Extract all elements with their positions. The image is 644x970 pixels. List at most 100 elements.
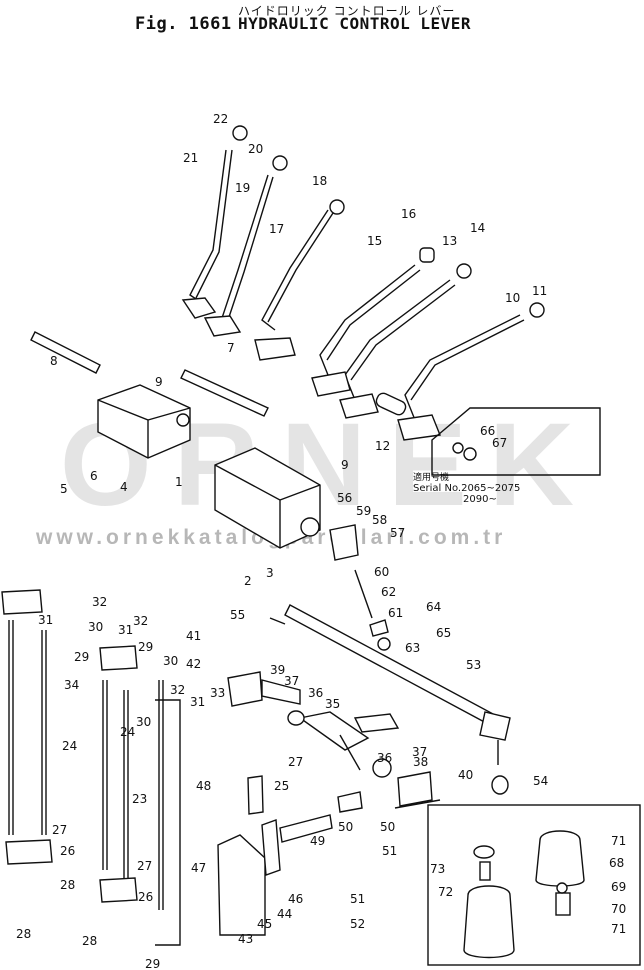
callout-27: 27: [137, 859, 152, 873]
callout-52: 52: [350, 917, 365, 931]
callout-4: 4: [120, 480, 128, 494]
callout-71: 71: [611, 834, 626, 848]
callout-29: 29: [74, 650, 89, 664]
callout-20: 20: [248, 142, 263, 156]
callout-19: 19: [235, 181, 250, 195]
figure-label: Fig. 1661: [135, 14, 232, 34]
callout-42: 42: [186, 657, 201, 671]
callout-27: 27: [52, 823, 67, 837]
callout-37: 37: [284, 674, 299, 688]
callout-50: 50: [338, 820, 353, 834]
pedal-assembly: [227, 671, 441, 809]
callout-11: 11: [532, 284, 547, 298]
callout-45: 45: [257, 917, 272, 931]
callout-51: 51: [350, 892, 365, 906]
callout-18: 18: [312, 174, 327, 188]
inset-boot-detail: [427, 804, 641, 966]
callout-28: 28: [16, 927, 31, 941]
callout-55: 55: [230, 608, 245, 622]
callout-62: 62: [381, 585, 396, 599]
callout-33: 33: [210, 686, 225, 700]
callout-34: 34: [64, 678, 79, 692]
callout-15: 15: [367, 234, 382, 248]
callout-32: 32: [133, 614, 148, 628]
callout-35: 35: [325, 697, 340, 711]
lower-linkage: [217, 775, 363, 936]
callout-57: 57: [390, 526, 405, 540]
callout-24: 24: [120, 725, 135, 739]
callout-36: 36: [308, 686, 323, 700]
callout-3: 3: [266, 566, 274, 580]
callout-28: 28: [60, 878, 75, 892]
callout-31: 31: [190, 695, 205, 709]
knob-22: [232, 125, 248, 141]
callout-2: 2: [244, 574, 252, 588]
callout-31: 31: [38, 613, 53, 627]
callout-44: 44: [277, 907, 292, 921]
callout-51: 51: [382, 844, 397, 858]
callout-47: 47: [191, 861, 206, 875]
title-english: HYDRAULIC CONTROL LEVER: [238, 14, 472, 33]
callout-30: 30: [163, 654, 178, 668]
callout-41: 41: [186, 629, 201, 643]
callout-68: 68: [609, 856, 624, 870]
callout-53: 53: [466, 658, 481, 672]
callout-66: 66: [480, 424, 495, 438]
callout-6: 6: [90, 469, 98, 483]
knob-20: [272, 155, 288, 171]
callout-71: 71: [611, 922, 626, 936]
callout-69: 69: [611, 880, 626, 894]
serial-label-jp: 適用号機: [413, 473, 450, 483]
callout-36: 36: [377, 751, 392, 765]
ball-joint-53: [491, 775, 509, 795]
bracket-assemblies: [30, 331, 359, 561]
title-japanese: ハイドロリック コントロール レバー: [238, 4, 456, 18]
callout-48: 48: [196, 779, 211, 793]
callout-56: 56: [337, 491, 352, 505]
serial-note: 適用号機 Serial No.2065~2075 2090~: [413, 470, 520, 505]
callout-49: 49: [310, 834, 325, 848]
callout-39: 39: [270, 663, 285, 677]
callout-31: 31: [118, 623, 133, 637]
callout-14: 14: [470, 221, 485, 235]
callout-32: 32: [92, 595, 107, 609]
block-55: [329, 524, 359, 561]
knob-18: [329, 199, 345, 215]
callout-25: 25: [274, 779, 289, 793]
callout-40: 40: [458, 768, 473, 782]
callout-17: 17: [269, 222, 284, 236]
callout-58: 58: [372, 513, 387, 527]
callout-72: 72: [438, 885, 453, 899]
callout-65: 65: [436, 626, 451, 640]
serial-box: [431, 407, 601, 476]
callout-9: 9: [155, 375, 163, 389]
lever-group-right: [311, 247, 545, 441]
callout-73: 73: [430, 862, 445, 876]
callout-54: 54: [533, 774, 548, 788]
callout-13: 13: [442, 234, 457, 248]
knob-16: [419, 247, 435, 263]
callout-46: 46: [288, 892, 303, 906]
callout-29: 29: [145, 957, 160, 970]
callout-29: 29: [138, 640, 153, 654]
callout-67: 67: [492, 436, 507, 450]
callout-22: 22: [213, 112, 228, 126]
callout-5: 5: [60, 482, 68, 496]
callout-43: 43: [238, 932, 253, 946]
callout-26: 26: [138, 890, 153, 904]
serial-line1: Serial No.2065~2075: [413, 483, 521, 494]
callout-64: 64: [426, 600, 441, 614]
callout-30: 30: [88, 620, 103, 634]
callout-63: 63: [405, 641, 420, 655]
main-shaft: [269, 569, 511, 795]
callout-32: 32: [170, 683, 185, 697]
callout-7: 7: [227, 341, 235, 355]
callout-24: 24: [62, 739, 77, 753]
callout-21: 21: [183, 151, 198, 165]
callout-9: 9: [341, 458, 349, 472]
callout-61: 61: [388, 606, 403, 620]
callout-27: 27: [288, 755, 303, 769]
